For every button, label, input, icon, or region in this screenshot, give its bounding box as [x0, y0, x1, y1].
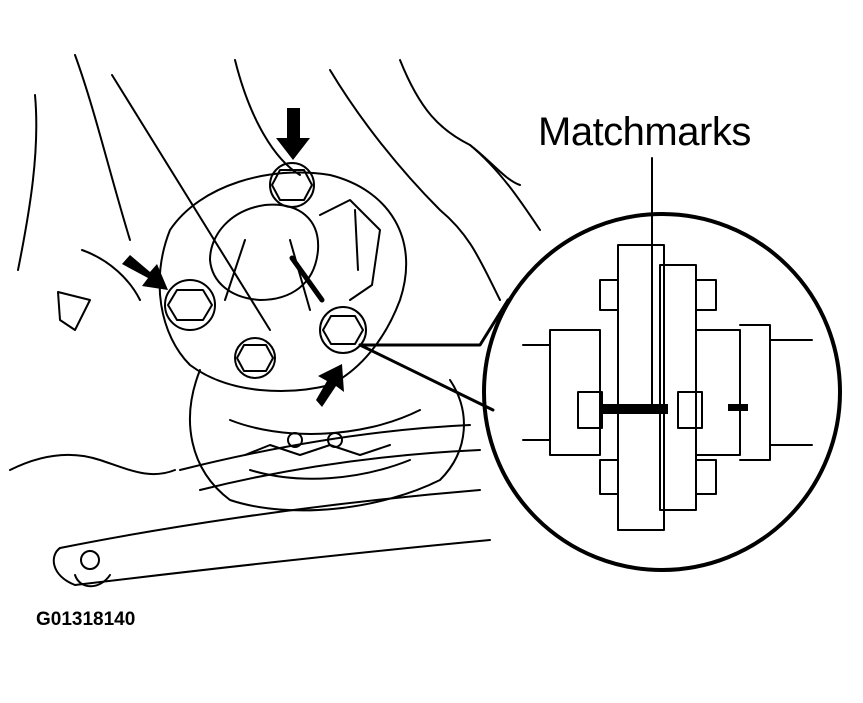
magnifier-leader-lines	[358, 298, 510, 412]
differential-housing	[189, 369, 465, 512]
flange-bolt-top	[269, 162, 315, 208]
flange-bolt-left	[164, 279, 216, 331]
indicator-arrow-left	[122, 255, 168, 290]
magnified-detail-view	[482, 157, 842, 572]
matchmark-on-flange	[289, 255, 325, 303]
matchmarks-label: Matchmarks	[538, 110, 751, 154]
indicator-arrow-top	[276, 108, 310, 160]
indicator-arrow-bottom	[316, 364, 344, 407]
background-body-lines	[9, 54, 541, 476]
figure-id-label: G01318140	[36, 609, 136, 630]
flange-bolt-bottom	[234, 337, 276, 379]
flange-bolt-right	[319, 306, 367, 354]
suspension-arm	[52, 424, 491, 588]
